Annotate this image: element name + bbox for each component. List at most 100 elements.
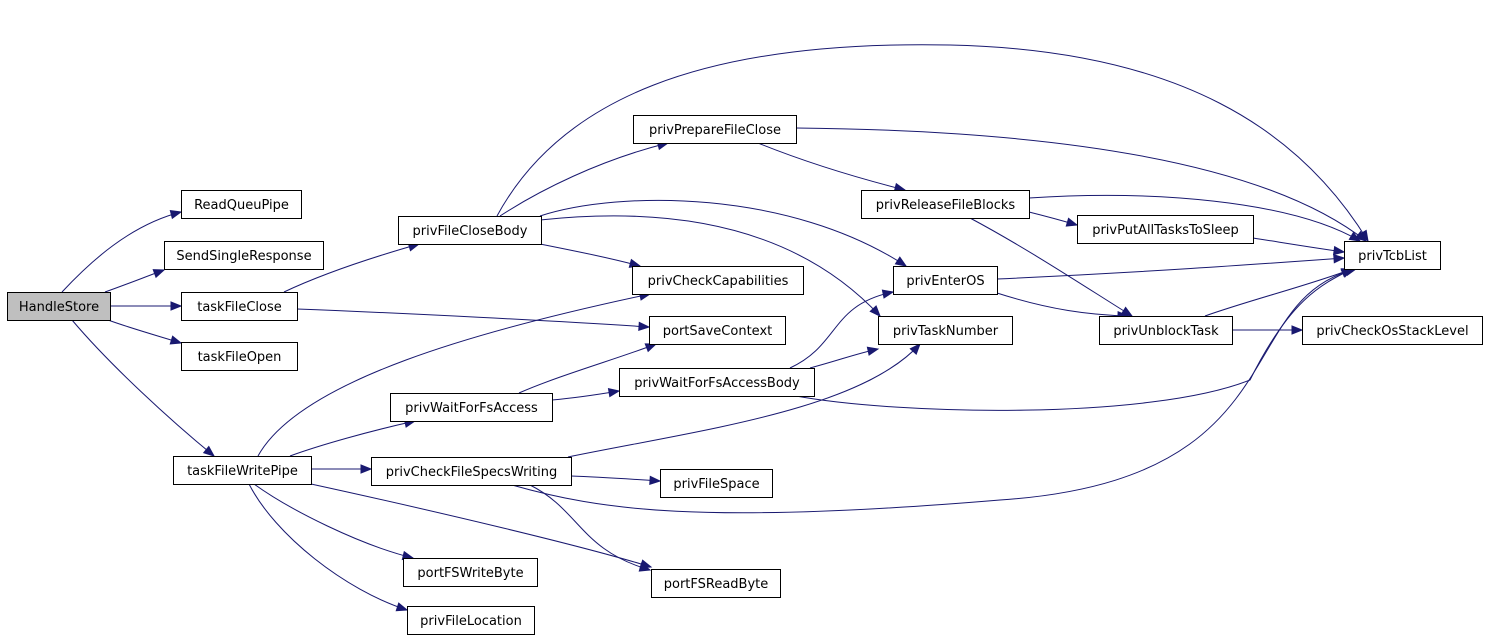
node-privPrepareFileClose[interactable]: privPrepareFileClose: [633, 115, 797, 144]
edge-arrowhead: [170, 301, 183, 311]
edge-arrowhead: [169, 210, 183, 220]
edge-line: [789, 291, 894, 369]
node-label: portFSReadByte: [664, 577, 769, 592]
node-privTcbList[interactable]: privTcbList: [1344, 241, 1441, 270]
node-label: taskFileOpen: [198, 350, 282, 365]
node-privTaskNumber[interactable]: privTaskNumber: [878, 316, 1013, 345]
edge-arrowhead: [360, 464, 373, 474]
node-label: privCheckCapabilities: [648, 274, 789, 289]
edge-line: [310, 483, 652, 568]
edge-taskFileWritePipe-to-portFSReadByte: [310, 483, 653, 569]
edge-privEnterOS-to-privTcbList: [996, 254, 1346, 280]
edge-line: [518, 343, 657, 394]
edge-arrowhead: [152, 269, 166, 279]
edge-HandleStore-to-ReadQueuPipe: [61, 210, 183, 293]
edge-line: [809, 348, 879, 369]
edge-privEnterOS-to-privUnblockTask: [996, 292, 1130, 321]
node-SendSingleResponse[interactable]: SendSingleResponse: [164, 241, 324, 270]
edge-line: [257, 293, 651, 457]
edge-privWaitForFsAccessBody-to-privEnterOS: [789, 289, 895, 369]
node-box: [164, 241, 324, 270]
edge-arrowhead: [649, 475, 662, 486]
nodes-layer: HandleStore ReadQueuPipeSendSingleRespons…: [7, 115, 1483, 635]
node-box: [861, 190, 1030, 219]
node-privWaitForFsAccessBody[interactable]: privWaitForFsAccessBody: [619, 368, 815, 397]
node-taskFileClose[interactable]: taskFileClose: [181, 292, 298, 321]
node-box: [1077, 215, 1254, 244]
edge-privWaitForFsAccessBody-to-privTaskNumber: [809, 346, 880, 369]
node-box: [660, 469, 773, 498]
edge-HandleStore-to-taskFileOpen: [107, 319, 183, 345]
node-privCheckOsStackLevel[interactable]: privCheckOsStackLevel: [1302, 316, 1483, 345]
edge-taskFileClose-to-portSaveContext: [296, 308, 651, 332]
edge-line: [757, 142, 906, 191]
node-privCheckCapabilities[interactable]: privCheckCapabilities: [632, 266, 804, 295]
edge-HandleStore-to-taskFileClose: [110, 301, 183, 311]
node-box: [893, 266, 998, 295]
edge-taskFileWritePipe-to-privWaitForFsAccess: [289, 418, 417, 457]
edges-layer: [61, 44, 1369, 612]
node-label: taskFileWritePipe: [187, 464, 298, 479]
edge-line: [539, 199, 907, 267]
edge-line: [1028, 194, 1361, 242]
node-label: privCheckOsStackLevel: [1316, 324, 1468, 339]
node-box: [633, 115, 797, 144]
edge-arrowhead: [909, 343, 921, 355]
node-privReleaseFileBlocks[interactable]: privReleaseFileBlocks: [861, 190, 1030, 219]
edge-line: [496, 44, 1369, 242]
edge-line: [289, 420, 416, 457]
node-label: SendSingleResponse: [176, 249, 311, 264]
edge-arrowhead: [169, 335, 183, 345]
edge-arrowhead: [866, 346, 880, 356]
node-privFileCloseBody[interactable]: privFileCloseBody: [398, 216, 542, 245]
node-ReadQueuPipe[interactable]: ReadQueuPipe: [181, 190, 302, 219]
edge-arrowhead: [869, 305, 881, 317]
edge-line: [1252, 237, 1345, 253]
node-portFSWriteByte[interactable]: portFSWriteByte: [403, 558, 538, 587]
node-privEnterOS[interactable]: privEnterOS: [893, 266, 998, 295]
edge-privFileCloseBody-to-privCheckCapabilities: [539, 243, 642, 268]
edge-line: [1204, 268, 1353, 317]
node-privFileLocation[interactable]: privFileLocation: [407, 606, 535, 635]
edge-taskFileWritePipe-to-privCheckFileSpecsWriting: [311, 464, 373, 474]
node-label: privCheckFileSpecsWriting: [386, 465, 558, 480]
node-label: privWaitForFsAccessBody: [634, 376, 800, 391]
edge-line: [567, 343, 921, 458]
edge-privUnblockTask-to-privCheckOsStackLevel: [1232, 325, 1304, 335]
node-box: [181, 190, 302, 219]
edge-privUnblockTask-to-privTcbList: [1204, 268, 1354, 317]
edge-privFileCloseBody-to-privPrepareFileClose: [499, 140, 670, 217]
edge-arrowhead: [607, 388, 621, 398]
edge-privPutAllTasksToSleep-to-privTcbList: [1252, 237, 1346, 256]
node-box: [632, 266, 804, 295]
edge-line: [539, 215, 881, 317]
edge-privReleaseFileBlocks-to-privTcbList: [1028, 194, 1362, 242]
edge-line: [529, 484, 651, 571]
node-taskFileOpen[interactable]: taskFileOpen: [181, 342, 298, 371]
edge-line: [71, 319, 215, 457]
node-privWaitForFsAccess[interactable]: privWaitForFsAccess: [390, 393, 553, 422]
node-taskFileWritePipe[interactable]: taskFileWritePipe: [173, 456, 312, 485]
node-privFileSpace[interactable]: privFileSpace: [660, 469, 773, 498]
edge-line: [795, 268, 1353, 411]
node-HandleStore[interactable]: HandleStore: [7, 292, 111, 321]
edge-HandleStore-to-SendSingleResponse: [104, 269, 166, 293]
node-privPutAllTasksToSleep[interactable]: privPutAllTasksToSleep: [1077, 215, 1254, 244]
edge-line: [996, 292, 1129, 317]
node-label: privWaitForFsAccess: [405, 401, 538, 416]
edge-arrowhead: [395, 602, 409, 612]
edge-privCheckFileSpecsWriting-to-portFSReadByte: [529, 484, 652, 572]
node-portFSReadByte[interactable]: portFSReadByte: [651, 569, 781, 598]
node-box: [7, 292, 111, 321]
node-label: privFileLocation: [420, 614, 522, 629]
node-privUnblockTask[interactable]: privUnblockTask: [1099, 316, 1233, 345]
node-box: [619, 368, 815, 397]
edge-line: [283, 243, 420, 293]
node-privCheckFileSpecsWriting[interactable]: privCheckFileSpecsWriting: [371, 457, 572, 486]
edge-arrowhead: [881, 289, 895, 299]
node-box: [390, 393, 553, 422]
node-portSaveContext[interactable]: portSaveContext: [649, 316, 786, 345]
node-box: [1344, 241, 1441, 270]
edge-line: [996, 257, 1345, 280]
node-box: [1302, 316, 1483, 345]
